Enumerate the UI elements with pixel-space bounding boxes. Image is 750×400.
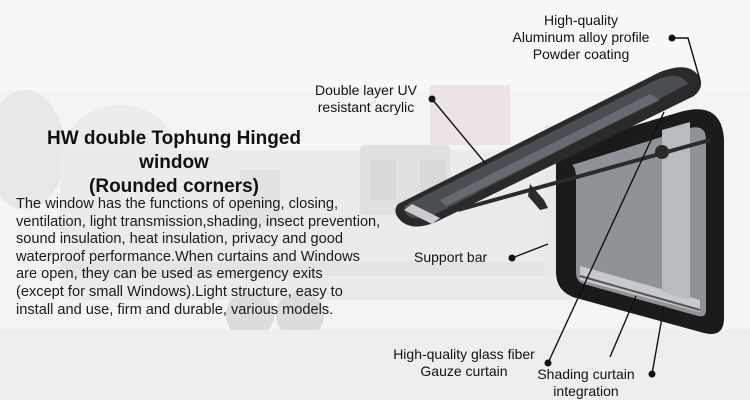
description-line: sound insulation, heat insulation, priva… <box>16 231 343 248</box>
description-line: install and use, firm and durable, vario… <box>16 301 334 318</box>
description-line: ventilation, light transmission,shading,… <box>16 213 381 230</box>
callout-lines <box>431 37 701 375</box>
description-line: waterproof performance.When curtains and… <box>16 248 360 265</box>
acrylic-sash <box>395 67 702 227</box>
description-line: The window has the functions of opening,… <box>16 196 339 212</box>
window-frame <box>552 109 724 334</box>
callout-shading-line: Shading curtain <box>537 366 635 382</box>
product-title-line-2: (Rounded corners) <box>89 176 259 197</box>
callout-gauze: High-quality glass fiber Gauze curtain <box>382 346 546 380</box>
callout-dot-gauze <box>544 359 552 367</box>
callout-shading-line: integration <box>553 383 619 399</box>
callout-gauze-line: High-quality glass fiber <box>393 346 535 362</box>
product-title-line-1: HW double Tophung Hinged window <box>47 128 301 173</box>
callout-shading: Shading curtain integration <box>526 366 646 400</box>
callout-support-bar: Support bar <box>414 249 506 266</box>
callout-profile-line: Aluminum alloy profile <box>512 29 650 45</box>
callout-acrylic-line: resistant acrylic <box>317 99 415 115</box>
callout-profile-line: High-quality <box>544 12 618 28</box>
callout-profile-line: Powder coating <box>532 46 630 62</box>
callout-support-bar-line: Support bar <box>414 249 488 265</box>
callout-dot-shading <box>648 370 656 378</box>
callout-dot-acrylic <box>428 95 436 103</box>
product-title: HW double Tophung Hinged window (Rounded… <box>14 127 334 199</box>
callout-acrylic: Double layer UV resistant acrylic <box>306 82 426 116</box>
description-line: are open, they can be used as emergency … <box>16 266 323 283</box>
callout-acrylic-line: Double layer UV <box>315 82 417 98</box>
product-description: The window has the functions of opening,… <box>16 196 416 319</box>
callout-gauze-line: Gauze curtain <box>420 363 508 379</box>
callout-profile: High-quality Aluminum alloy profile Powd… <box>496 12 666 63</box>
callout-dot-support-bar <box>508 254 516 262</box>
callout-dot-profile <box>668 34 676 42</box>
description-line: (except for small Windows).Light structu… <box>16 283 343 300</box>
support-bar <box>457 138 711 212</box>
